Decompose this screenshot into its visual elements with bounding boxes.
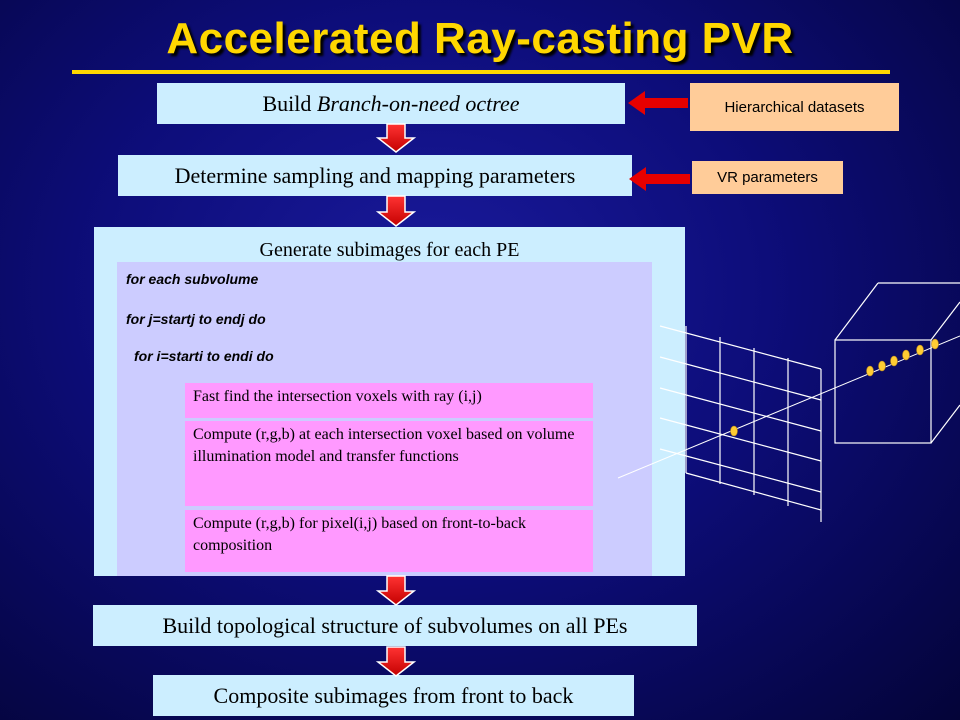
loop-i: for i=starti to endi do	[134, 348, 274, 364]
step-topology: Build topological structure of subvolume…	[93, 605, 697, 646]
volume-cube-icon	[834, 282, 960, 444]
step-sampling-parameters: Determine sampling and mapping parameter…	[118, 155, 632, 196]
box-compute-voxel: Compute (r,g,b) at each intersection vox…	[185, 421, 593, 506]
sample-points-icon	[730, 338, 939, 437]
image-plane-grid-icon	[659, 325, 822, 522]
down-arrow-2	[375, 195, 417, 227]
tag-vr-parameters: VR parameters	[692, 161, 843, 194]
ray-line	[617, 335, 960, 479]
down-arrow-4	[375, 646, 417, 677]
down-arrow-1	[375, 123, 417, 153]
title-underline	[72, 70, 890, 74]
slide-title: Accelerated Ray-casting PVR	[166, 14, 794, 63]
box-compute-pixel: Compute (r,g,b) for pixel(i,j) based on …	[185, 510, 593, 572]
step-build-octree-prefix: Build	[262, 90, 317, 116]
panel-title: Generate subimages for each PE	[259, 239, 520, 261]
left-arrow-hierarchical	[628, 91, 688, 115]
step-build-octree-italic: Branch-on-need octree	[316, 90, 520, 116]
left-arrow-vr	[629, 167, 690, 191]
down-arrow-3	[375, 575, 417, 606]
step-composite: Composite subimages from front to back	[153, 675, 634, 716]
loop-subvolume: for each subvolume	[126, 271, 259, 287]
tag-hierarchical-datasets: Hierarchical datasets	[690, 83, 899, 131]
loop-j: for j=startj to endj do	[126, 311, 266, 327]
step-build-octree: Build Branch-on-need octree	[157, 83, 625, 124]
box-fast-find: Fast find the intersection voxels with r…	[185, 383, 593, 418]
